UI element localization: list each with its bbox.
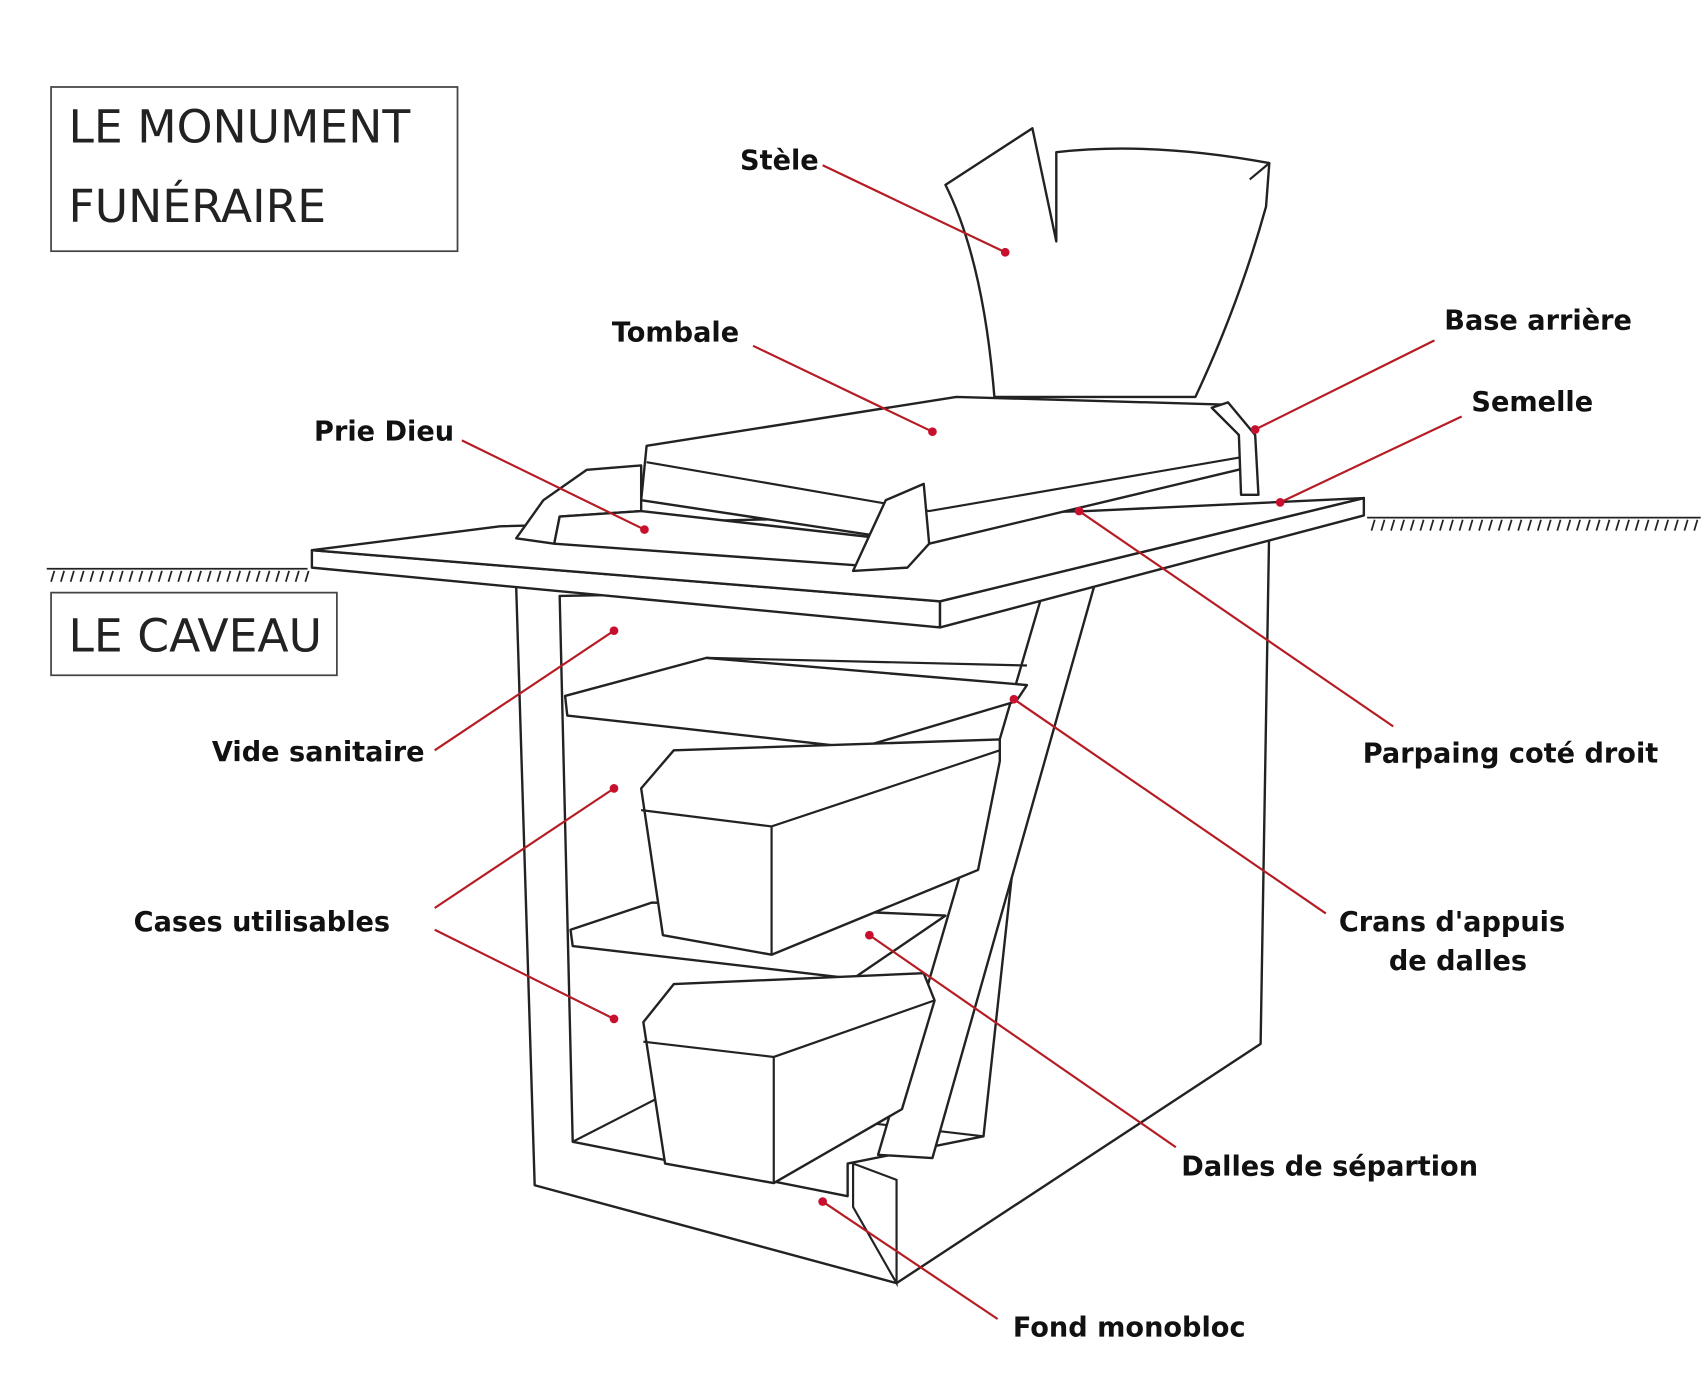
ground-hatch-tick <box>1693 519 1699 531</box>
label-crans-line1: Crans d'appuis <box>1339 907 1565 938</box>
ground-hatch-tick <box>148 570 153 583</box>
ground-hatch-tick <box>275 570 281 583</box>
label-base-arriere: Base arrière <box>1444 305 1632 336</box>
ground-hatch-tick <box>1380 519 1386 531</box>
label-parpaing: Parpaing coté droit <box>1363 738 1659 769</box>
ground-hatch-tick <box>60 570 65 583</box>
ground-hatch-tick <box>1644 519 1650 531</box>
ground-hatch-tick <box>1448 519 1454 531</box>
ground-hatch-tick <box>1536 519 1542 531</box>
ground-hatch-tick <box>108 570 114 583</box>
ground-right <box>1367 516 1701 531</box>
ground-hatch-tick <box>294 570 300 583</box>
ground-hatch-tick <box>1497 519 1503 531</box>
ground-hatch-tick <box>1487 519 1493 531</box>
ground-hatch-tick <box>196 570 202 583</box>
ground-hatch-tick <box>216 570 222 583</box>
ground-hatch-tick <box>187 570 193 583</box>
ground-hatch-tick <box>1507 519 1513 531</box>
ground-hatch-tick <box>1409 519 1415 531</box>
base-arriere <box>1210 401 1260 496</box>
label-tombale: Tombale <box>612 317 739 348</box>
ground-hatch-tick <box>304 570 310 583</box>
ground-hatch-tick <box>1654 519 1660 531</box>
ground-hatch-tick <box>236 570 242 583</box>
ground-hatch-tick <box>1664 519 1669 531</box>
ground-hatch-tick <box>1585 519 1591 531</box>
ground-hatch-tick <box>206 570 212 583</box>
ground-hatch-tick <box>1468 519 1474 531</box>
ground-hatch-tick <box>1478 519 1484 531</box>
tombale <box>515 127 1271 573</box>
ground-hatch-tick <box>1458 519 1464 531</box>
monument-title-line2: FUNÉRAIRE <box>68 179 326 233</box>
ground-hatch-tick <box>1390 519 1396 531</box>
monument-title-line1: LE MONUMENT <box>68 100 411 153</box>
ground-hatch-tick <box>128 570 134 583</box>
ground-hatch-tick <box>1683 519 1689 531</box>
caveau-title-box: LE CAVEAU <box>50 591 338 677</box>
ground-hatch-tick <box>1439 519 1445 531</box>
leader-lines <box>434 164 1463 1320</box>
ground-hatch-tick <box>1605 519 1611 531</box>
stele <box>944 127 1271 399</box>
ground-hatch-tick <box>226 570 232 583</box>
ground-hatch-tick <box>118 570 124 583</box>
ground-hatch-tick <box>265 570 271 583</box>
ground-hatch-tick <box>138 570 144 583</box>
ground-left <box>46 567 310 583</box>
ground-hatch-tick <box>157 570 163 583</box>
monument-title-box: LE MONUMENT FUNÉRAIRE <box>50 86 459 253</box>
ground-hatch-tick <box>1517 519 1523 531</box>
coffin-upper <box>639 738 1001 956</box>
ground-hatch-tick <box>1527 519 1533 531</box>
ground-hatch-tick <box>1634 519 1640 531</box>
label-dalles: Dalles de sépartion <box>1181 1151 1478 1182</box>
label-fond: Fond monobloc <box>1013 1312 1246 1343</box>
ground-hatch-tick <box>1556 519 1562 531</box>
ground-hatch-tick <box>284 570 290 583</box>
ground-hatch-tick <box>1546 519 1552 531</box>
ground-hatch-tick <box>167 570 173 583</box>
label-stele: Stèle <box>740 146 819 177</box>
label-prie-dieu: Prie Dieu <box>314 416 454 447</box>
ground-hatch-tick <box>1595 519 1601 531</box>
ground-hatch-tick <box>177 570 183 583</box>
ground-hatch-tick <box>89 570 95 583</box>
caveau-structure <box>515 520 1271 1288</box>
label-semelle: Semelle <box>1471 387 1593 418</box>
ground-hatch-tick <box>1624 519 1630 531</box>
ground-hatch-tick <box>1576 519 1581 531</box>
ground-hatch-tick <box>255 570 261 583</box>
label-crans-line2: de dalles <box>1389 946 1527 977</box>
ground-hatch-tick <box>1566 519 1572 531</box>
ground-hatch-tick <box>245 570 251 583</box>
ground-hatch-tick <box>50 570 56 583</box>
caveau-title: LE CAVEAU <box>68 609 322 662</box>
ground-hatch-tick <box>1399 519 1405 531</box>
ground-hatch-tick <box>1419 519 1425 531</box>
ground-hatch-tick <box>1615 519 1621 531</box>
label-vide-sanitaire: Vide sanitaire <box>212 737 425 768</box>
ground-hatch-tick <box>99 570 105 583</box>
ground-hatch-tick <box>79 570 85 583</box>
ground-hatch-tick <box>69 570 75 583</box>
ground-hatch-tick <box>1673 519 1679 531</box>
ground-hatch-tick <box>1429 519 1435 531</box>
ground-hatch-tick <box>1370 519 1376 531</box>
label-cases: Cases utilisables <box>134 907 390 938</box>
